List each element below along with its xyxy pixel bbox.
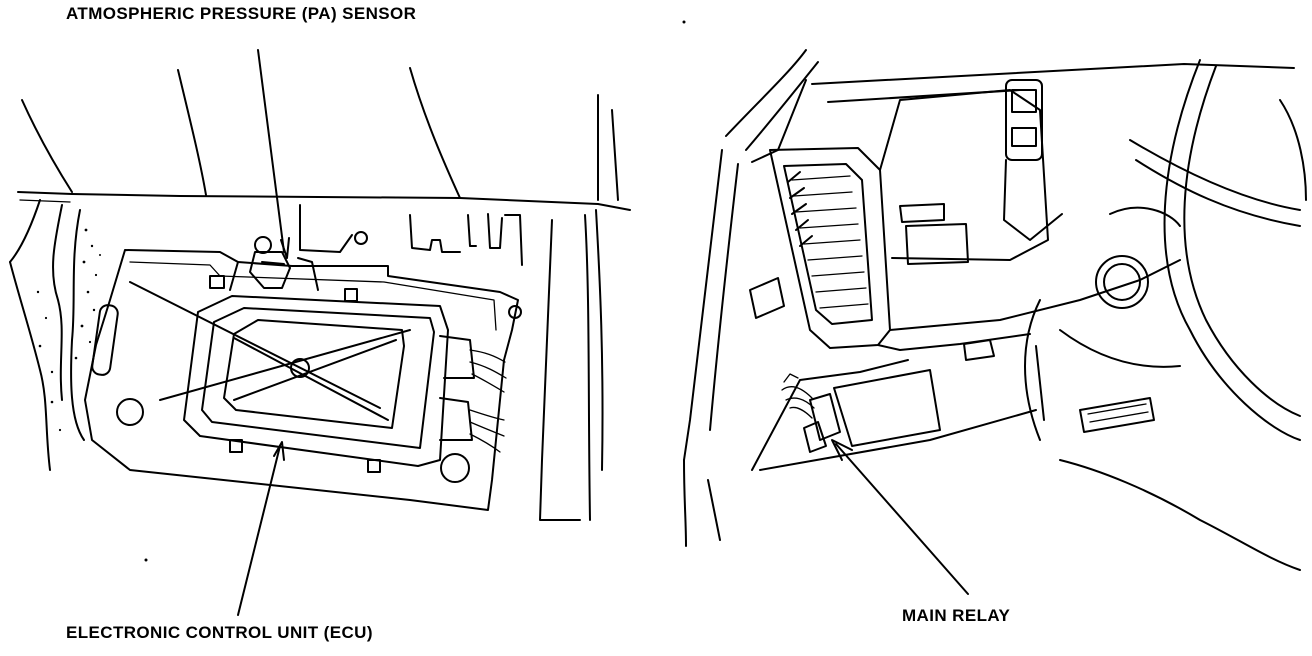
- pa-sensor-label: ATMOSPHERIC PRESSURE (PA) SENSOR: [66, 4, 417, 23]
- print-speck: [144, 558, 148, 562]
- main-relay-label: MAIN RELAY: [902, 606, 1011, 625]
- ecu-illustration: [9, 49, 631, 616]
- main-relay-illustration: [683, 49, 1307, 595]
- print-speck: [682, 20, 686, 24]
- ecu-label: ELECTRONIC CONTROL UNIT (ECU): [66, 623, 373, 642]
